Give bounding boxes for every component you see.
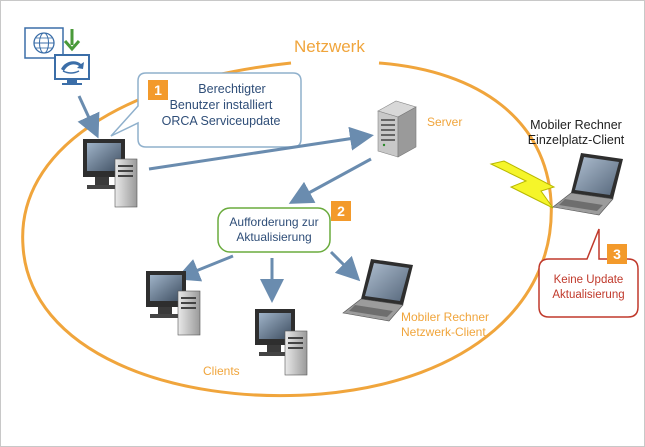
mobile-network-line2: Netzwerk-Client <box>401 325 486 339</box>
step1-line3: ORCA Serviceupdate <box>161 114 281 128</box>
step1-text: Berechtigter Benutzer installiert ORCA S… <box>146 81 296 129</box>
step2-line2: Aktualisierung <box>236 230 312 244</box>
server-tower-icon <box>377 100 417 158</box>
globe-icon <box>33 32 55 54</box>
mobile-network-line1: Mobiler Rechner <box>401 310 490 324</box>
step3-badge: 3 <box>607 244 627 264</box>
mobile-network-label: Mobiler Rechner Netzwerk-Client <box>401 310 489 340</box>
step3-line1: Keine Update <box>553 274 624 286</box>
step1-line2: Benutzer installiert <box>169 98 273 112</box>
mobile-single-line2: Einzelplatz-Client <box>527 133 625 147</box>
download-arrow-icon <box>63 29 81 52</box>
step2-line1: Aufforderung zur <box>229 215 319 229</box>
arrow-server-to-request <box>288 157 372 204</box>
step3-text: Keine Update Aktualisierung <box>539 273 638 303</box>
laptop-icon <box>342 259 413 322</box>
step2-badge: 2 <box>331 201 351 221</box>
desktop-pc-icon <box>255 309 308 376</box>
arrow-desktop-to-server <box>148 126 374 171</box>
arrow-to-network-laptop <box>329 250 361 282</box>
arrow-to-client-left <box>175 254 234 282</box>
mobile-single-label: Mobiler Rechner Einzelplatz-Client <box>511 118 641 148</box>
step2-text: Aufforderung zur Aktualisierung <box>218 215 330 245</box>
network-title: Netzwerk <box>294 37 365 56</box>
server-label: Server <box>427 115 463 129</box>
desktop-pc-icon <box>146 271 201 336</box>
arrow-icon-to-desktop <box>77 95 100 139</box>
wireless-lightning-icon <box>489 160 556 209</box>
laptop-icon <box>552 153 623 216</box>
step1-badge: 1 <box>148 80 168 100</box>
update-monitor-icon <box>24 27 90 85</box>
clients-label: Clients <box>203 364 240 378</box>
desktop-pc-icon <box>83 139 138 208</box>
step2-bubble <box>217 207 331 253</box>
mobile-single-line1: Mobiler Rechner <box>530 118 622 132</box>
step1-line1: Berechtigter <box>198 82 266 96</box>
step3-line2: Aktualisierung <box>552 289 625 301</box>
step3-bubble <box>538 228 639 318</box>
network-boundary <box>21 61 553 398</box>
